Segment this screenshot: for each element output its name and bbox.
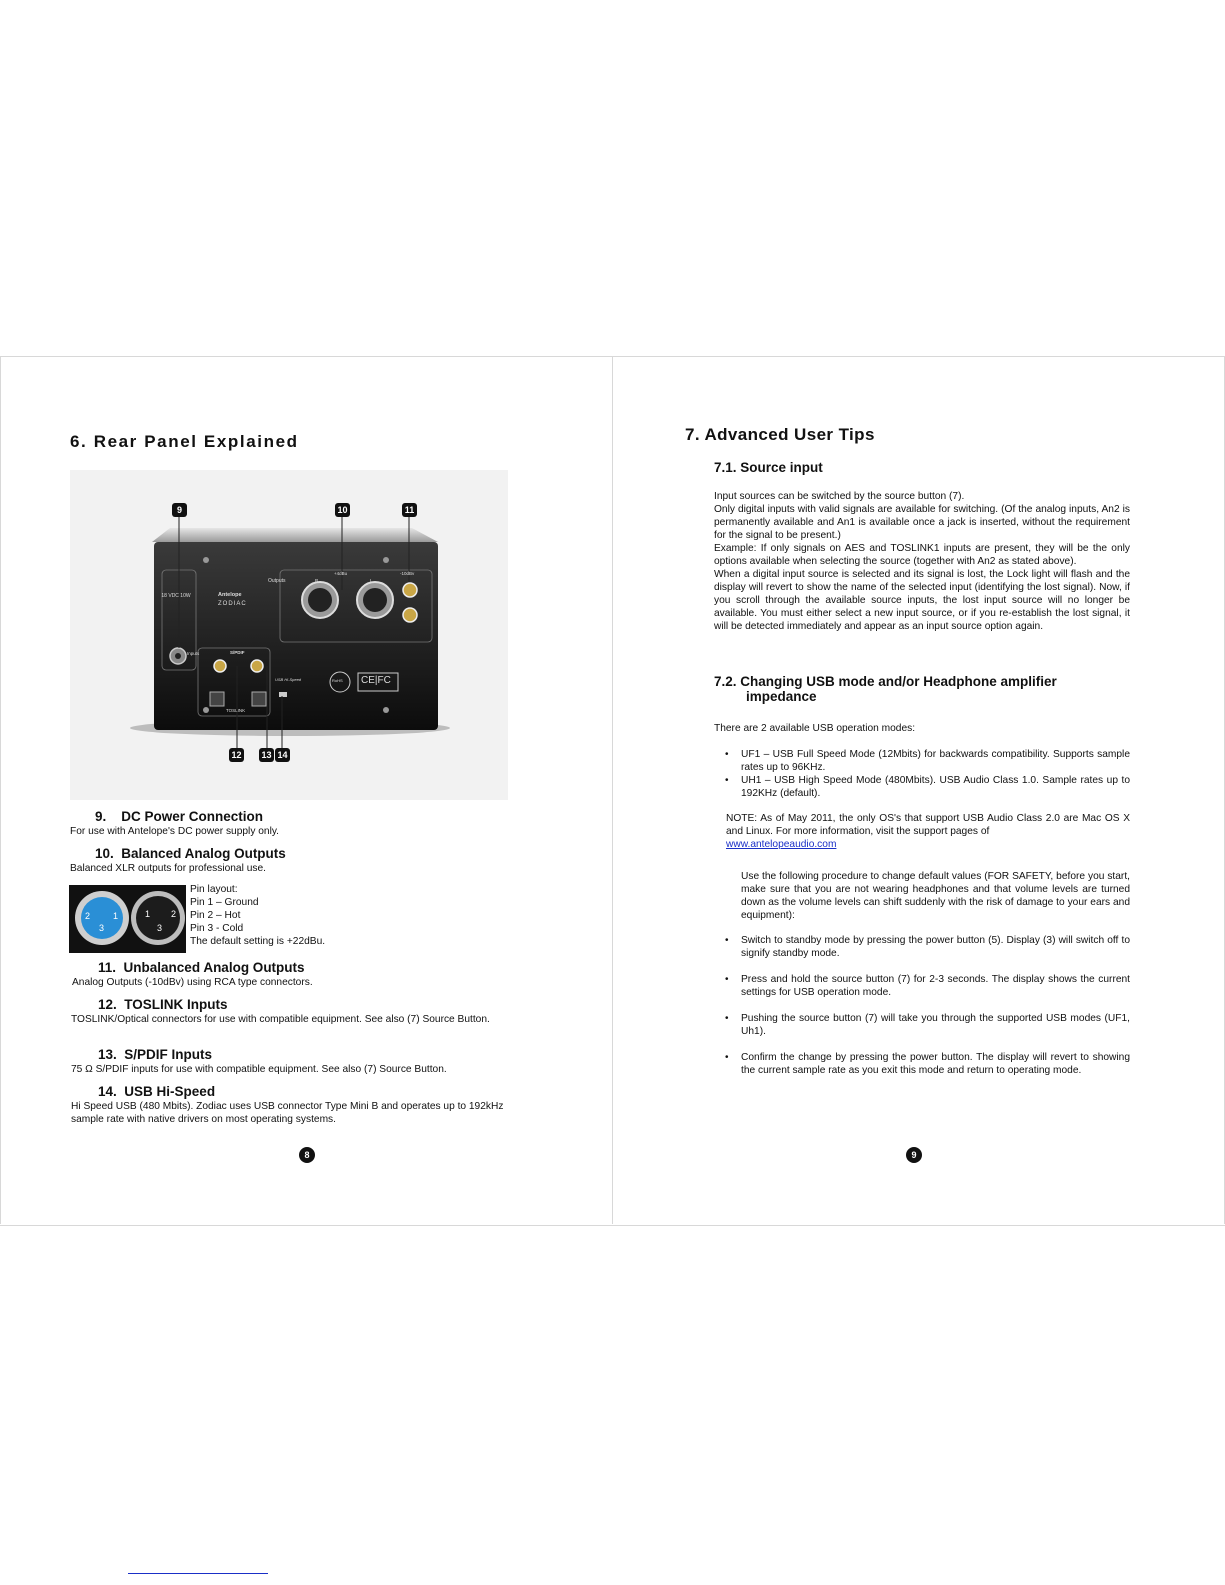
callout-11: 11 — [402, 503, 417, 517]
rca-r-icon — [402, 607, 418, 623]
page-number-left: 8 — [299, 1147, 315, 1163]
usb-label: USB Hi-Speed — [275, 677, 302, 682]
spdif-1-icon — [213, 659, 227, 673]
usb-modes-list: •UF1 – USB Full Speed Mode (12Mbits) for… — [725, 748, 1130, 800]
section-9-heading: 9. DC Power Connection — [95, 809, 264, 824]
procedure-intro: Use the following procedure to change de… — [741, 871, 1130, 921]
rear-panel-illustration — [130, 510, 450, 748]
page-edge-left — [0, 356, 1, 1224]
ce-fc-logo-icon — [357, 672, 399, 692]
toslink-2-icon — [251, 691, 267, 707]
unbalanced-level-label: -10dBv — [400, 571, 415, 576]
callout-14: 14 — [275, 748, 290, 762]
section-12-body: TOSLINK/Optical connectors for use with … — [71, 1014, 490, 1025]
rear-panel-image: 18 VDC 10W Antelope ZODIAC Outputs +4dBu… — [70, 470, 508, 800]
right-page-title: 7. Advanced User Tips — [685, 425, 875, 444]
section-9-body: For use with Antelope's DC power supply … — [70, 826, 280, 837]
subsection-7-1-body: Input sources can be switched by the sou… — [714, 490, 1130, 633]
brand-label: Antelope — [218, 592, 242, 598]
subsection-7-1-heading: 7.1. Source input — [714, 460, 823, 475]
section-13-body: 75 Ω S/PDIF inputs for use with compatib… — [71, 1064, 447, 1075]
list-item: •Press and hold the source button (7) fo… — [725, 974, 1130, 998]
paragraph: Only digital inputs with valid signals a… — [714, 504, 1130, 541]
subsection-7-2-heading: 7.2. Changing USB mode and/or Headphone … — [714, 674, 1057, 704]
rohs-label: RoHS — [332, 678, 343, 683]
list-item: •Switch to standby mode by pressing the … — [725, 935, 1130, 959]
callout-12: 12 — [229, 748, 244, 762]
procedure-steps: •Switch to standby mode by pressing the … — [725, 934, 1130, 1077]
list-item: •Confirm the change by pressing the powe… — [725, 1052, 1130, 1076]
spdif-label: S/PDIF — [230, 650, 245, 655]
section-10-heading: 10. Balanced Analog Outputs — [95, 846, 286, 861]
section-13-heading: 13. S/PDIF Inputs — [98, 1047, 213, 1062]
rca-l-icon — [402, 582, 418, 598]
callout-9: 9 — [172, 503, 187, 517]
bottom-link-underline — [128, 1573, 268, 1574]
dc-label: 18 VDC 10W — [161, 593, 191, 599]
page-divider — [612, 356, 613, 1224]
xlr-r-label: R — [315, 578, 319, 583]
pin-layout-text: Pin layout: Pin 1 – Ground Pin 2 – Hot P… — [190, 884, 326, 947]
xlr-pin-image: 2 1 3 1 2 3 — [69, 885, 186, 953]
list-item: •Pushing the source button (7) will take… — [725, 1013, 1130, 1037]
usb-modes-intro: There are 2 available USB operation mode… — [714, 723, 916, 734]
spdif-2-icon — [250, 659, 264, 673]
outputs-label: Outputs — [268, 578, 286, 584]
paragraph: Input sources can be switched by the sou… — [714, 491, 965, 502]
section-10-body: Balanced XLR outputs for professional us… — [70, 863, 266, 874]
toslink-label: TOSLINK — [226, 708, 246, 713]
model-label: ZODIAC — [218, 601, 247, 607]
usb-class-note: NOTE: As of May 2011, the only OS's that… — [726, 813, 1130, 850]
page-number-right: 9 — [906, 1147, 922, 1163]
ce-fc-label: CE|FC — [361, 675, 391, 686]
inputs-label: Inputs — [187, 651, 200, 656]
usb-port-icon — [279, 692, 287, 697]
callout-10: 10 — [335, 503, 350, 517]
list-item: •UH1 – USB High Speed Mode (480Mbits). U… — [725, 775, 1130, 799]
section-14-heading: 14. USB Hi-Speed — [98, 1084, 216, 1099]
balanced-level-label: +4dBu — [334, 571, 348, 576]
section-11-body: Analog Outputs (-10dBv) using RCA type c… — [72, 977, 313, 988]
section-14-body: Hi Speed USB (480 Mbits). Zodiac uses US… — [71, 1101, 504, 1125]
paragraph: When a digital input source is selected … — [714, 569, 1130, 632]
paragraph: Example: If only signals on AES and TOSL… — [714, 543, 1130, 567]
callout-13: 13 — [259, 748, 274, 762]
xlr-l-label: L — [370, 578, 373, 583]
rohs-logo-icon — [329, 671, 351, 693]
antelope-website-link[interactable]: www.antelopeaudio.com — [726, 839, 837, 850]
left-page-title: 6. Rear Panel Explained — [70, 432, 299, 451]
toslink-1-icon — [209, 691, 225, 707]
section-11-heading: 11. Unbalanced Analog Outputs — [98, 960, 305, 975]
section-12-heading: 12. TOSLINK Inputs — [98, 997, 228, 1012]
list-item: •UF1 – USB Full Speed Mode (12Mbits) for… — [725, 749, 1130, 773]
